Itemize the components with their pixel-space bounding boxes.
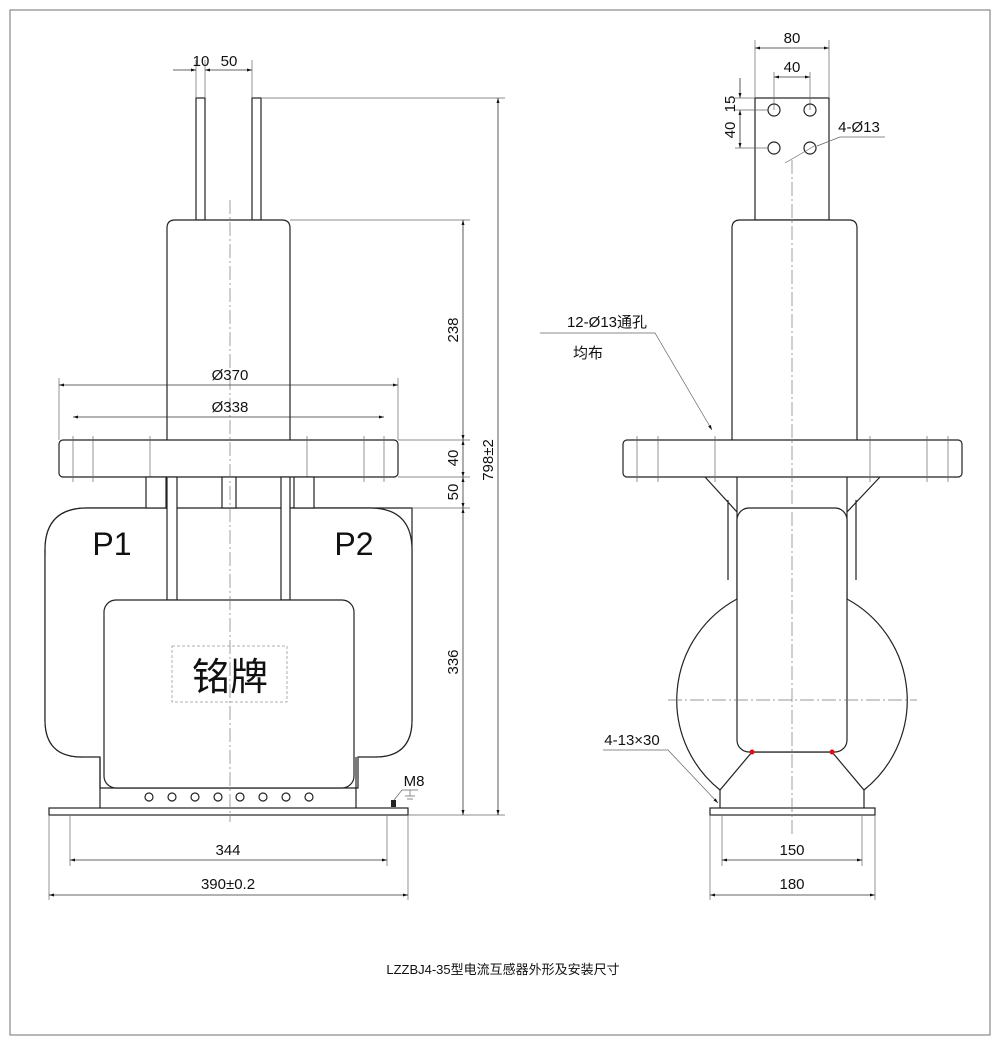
side-view: 80 40 15 40 4-Ø13 12-Ø13通孔 均布 4-13×30 15…	[540, 30, 963, 900]
drawing-frame	[9, 9, 991, 1036]
dim-50: 50	[221, 53, 238, 70]
weld-mark	[749, 749, 755, 755]
center-stud	[221, 476, 237, 509]
dim-40: 40	[445, 450, 462, 467]
dim-370: Ø370	[212, 367, 249, 384]
dim-150: 150	[779, 842, 804, 859]
note-slots: 4-13×30	[604, 732, 659, 749]
front-view: 铭牌 P1 P2 M8 10 50 798±2 238 40 50	[44, 53, 505, 900]
support-right	[293, 476, 315, 509]
dim-40-holes: 40	[784, 59, 801, 76]
upper-insulator-side	[731, 219, 858, 440]
ground-icon	[393, 789, 418, 801]
dim-10: 10	[193, 53, 210, 70]
base-plate-side	[709, 807, 876, 816]
dim-40-vert: 40	[722, 122, 739, 139]
dim-344: 344	[215, 842, 240, 859]
flange	[58, 439, 399, 478]
flange-hole-lines	[72, 436, 385, 482]
note-4-holes: 4-Ø13	[838, 119, 880, 136]
drawing-caption: LZZBJ4-35型电流互感器外形及安装尺寸	[386, 962, 619, 977]
dim-50b: 50	[445, 484, 462, 501]
base-plate	[48, 807, 409, 816]
dim-180: 180	[779, 876, 804, 893]
ground-bolt-icon	[391, 800, 396, 807]
note-flange-holes-2: 均布	[573, 345, 603, 362]
label-p1: P1	[92, 526, 131, 562]
dim-390: 390±0.2	[201, 876, 255, 893]
note-flange-holes: 12-Ø13通孔	[567, 314, 647, 331]
dim-336: 336	[445, 649, 462, 674]
dim-238: 238	[445, 317, 462, 342]
terminal-left	[195, 97, 206, 221]
dim-80: 80	[784, 30, 801, 47]
dim-15: 15	[722, 96, 739, 113]
terminal-right	[251, 97, 262, 221]
label-m8: M8	[404, 773, 425, 790]
nameplate-box	[171, 645, 288, 703]
label-p2: P2	[334, 526, 373, 562]
dim-798: 798±2	[480, 439, 497, 481]
dim-338: Ø338	[212, 399, 249, 416]
flange-side	[622, 439, 963, 478]
secondary-terminals	[144, 792, 314, 802]
weld-mark	[829, 749, 835, 755]
support-left	[145, 476, 167, 509]
